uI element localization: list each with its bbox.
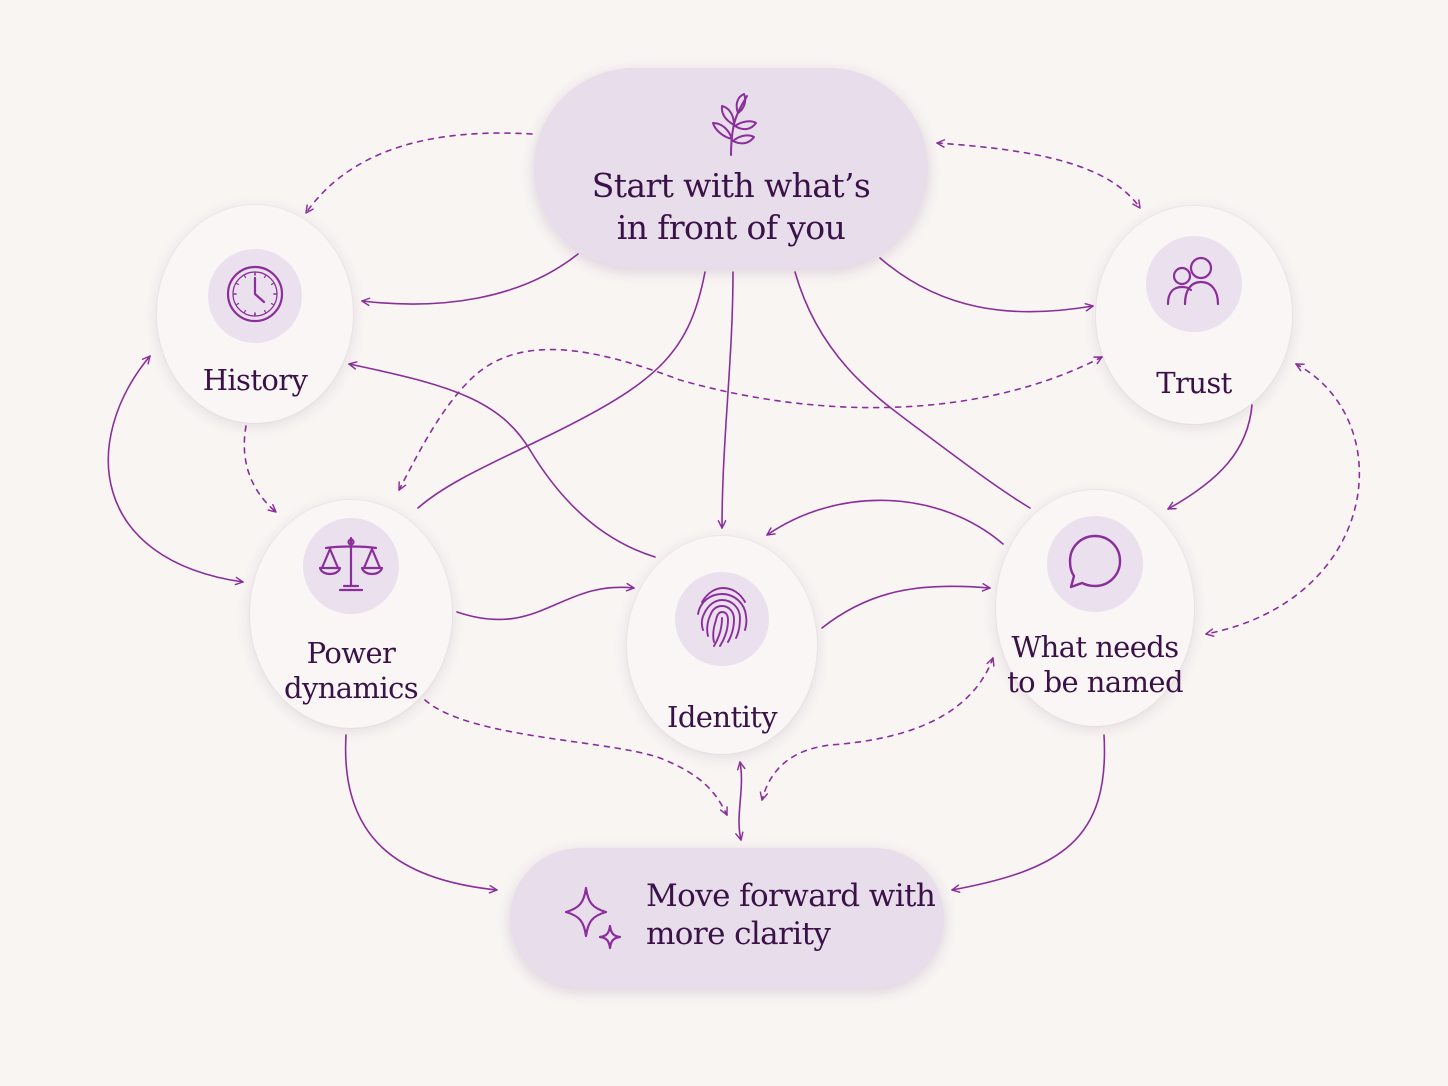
trust-label: Trust — [1156, 366, 1232, 400]
start-node[interactable]: Start with what’s in front of you — [534, 68, 928, 268]
link-named-forward — [951, 734, 1106, 893]
link-power-forward — [344, 734, 498, 894]
link-power-identity — [456, 582, 635, 621]
move-forward-label: Move forward with more clarity — [646, 878, 936, 952]
history-label: History — [202, 363, 308, 397]
link-start-history — [361, 253, 579, 307]
dashed-link-named-forward — [759, 657, 995, 801]
speech-bubble-icon — [1065, 532, 1125, 596]
clock-icon — [223, 262, 287, 330]
link-identity-forward — [735, 761, 746, 841]
trust-node[interactable]: Trust — [1096, 206, 1292, 424]
power-dynamics-label: Power dynamics — [283, 636, 419, 705]
link-start-trust — [879, 257, 1094, 313]
dashed-link-start-history — [305, 132, 533, 214]
scales-icon — [318, 534, 384, 598]
identity-node[interactable]: Identity — [627, 536, 817, 754]
people-icon — [1163, 254, 1225, 314]
power-icon-disc — [303, 518, 399, 614]
what-needs-to-be-named-label: What needs to be named — [1007, 630, 1183, 699]
link-identity-named — [821, 583, 991, 629]
link-named-identity — [766, 499, 1004, 545]
dashed-link-history-power — [243, 425, 277, 513]
named-icon-disc — [1047, 516, 1143, 612]
start-label: Start with what’s in front of you — [591, 166, 871, 247]
dashed-link-start-trust — [936, 139, 1141, 209]
fingerprint-icon — [692, 584, 752, 654]
history-icon-disc — [208, 249, 302, 343]
dashed-link-trust-named — [1205, 363, 1361, 637]
trust-icon-disc — [1146, 236, 1242, 332]
identity-icon-disc — [675, 572, 769, 666]
power-dynamics-node[interactable]: Power dynamics — [250, 500, 452, 728]
move-forward-node[interactable]: Move forward with more clarity — [510, 848, 944, 988]
link-start-named — [794, 271, 1031, 509]
link-start-identity — [717, 271, 734, 529]
sprout-icon — [701, 93, 761, 159]
dashed-link-trust-power — [398, 348, 1103, 491]
history-node[interactable]: History — [157, 205, 353, 423]
link-start-power — [417, 271, 706, 509]
sparkle-icon — [562, 884, 626, 952]
link-history-power — [107, 355, 244, 586]
identity-label: Identity — [666, 700, 778, 734]
what-needs-to-be-named-node[interactable]: What needs to be named — [996, 490, 1194, 726]
dashed-link-power-forward — [424, 699, 728, 816]
